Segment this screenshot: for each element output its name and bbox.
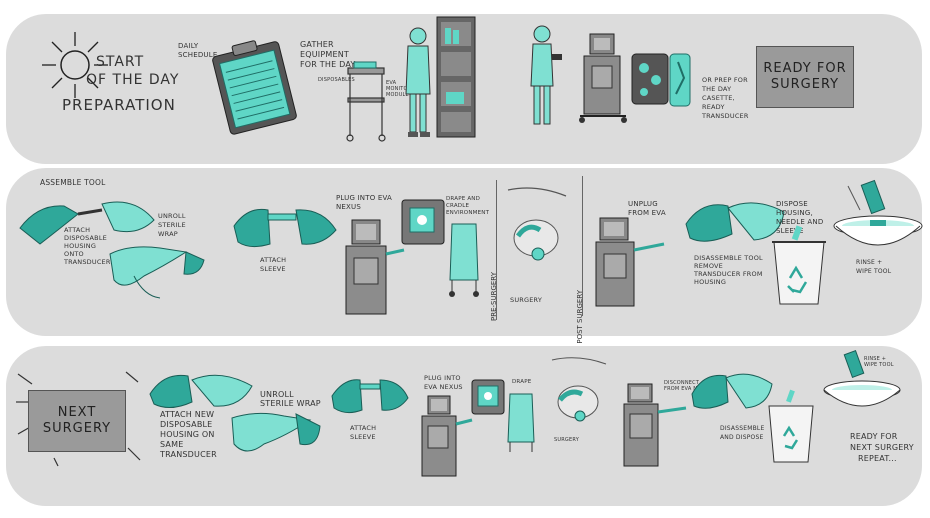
unroll-wrap-illustration-2: [231, 412, 321, 452]
label-prep-5: TRANSDUCER: [702, 112, 749, 120]
title-preparation: PREPARATION: [62, 96, 176, 114]
attach-sleeve-illustration-2: [331, 379, 409, 414]
draped-cart-illustration: [449, 223, 479, 297]
title-start: START: [96, 54, 145, 70]
label-prep-3: CASETTE,: [702, 94, 735, 102]
cassette-panel-illustration-2: [471, 379, 505, 415]
label-drape: DRAPE: [512, 379, 532, 385]
ready-for-surgery-box: READY FOR SURGERY: [756, 46, 854, 108]
gloved-hands-assemble-illustration: [19, 201, 155, 245]
label-dispose-housing: DISPOSE HOUSING, NEEDLE AND SLEEVE: [776, 200, 824, 235]
label-ready-next-2: NEXT SURGERY: [850, 443, 914, 452]
label-surgery-2: SURGERY: [554, 437, 579, 443]
recycle-bin-illustration-2: [768, 389, 814, 463]
clipboard-schedule-illustration: [212, 40, 297, 135]
row-band-next-surgery: [6, 346, 922, 506]
eva-console-plug-illustration: [345, 219, 405, 315]
disassemble-hands-illustration: [685, 202, 785, 242]
label-attach-disposable: ATTACH DISPOSABLE HOUSING ONTO TRANSDUCE…: [64, 226, 111, 266]
label-prep-1: OR PREP FOR: [702, 76, 748, 84]
next-surgery-box: NEXT SURGERY: [28, 390, 126, 452]
eva-console-illustration: [579, 33, 627, 123]
label-post-surgery: POST SURGERY: [576, 290, 584, 344]
surgery-scene-illustration: [507, 187, 567, 261]
label-disposables: DISPOSABLES: [318, 77, 355, 83]
equipment-cart-illustration: [346, 61, 386, 142]
surgery-scene-illustration-2: [551, 357, 607, 422]
label-rinse-wipe: RINSE + WIPE TOOL: [856, 259, 892, 275]
label-assemble-tool: ASSEMBLE TOOL: [40, 178, 106, 187]
label-gather-2: EQUIPMENT: [300, 50, 350, 59]
eva-console-plug-illustration-2: [421, 395, 473, 477]
label-surgery: SURGERY: [510, 296, 543, 304]
label-disassemble-dispose: DISASSEMBLE AND DISPOSE: [720, 425, 765, 441]
label-prep-2: THE DAY: [702, 85, 732, 93]
disassemble-dispose-hands-illustration: [691, 373, 773, 409]
label-gather-1: GATHER: [300, 40, 334, 49]
label-attach-sleeve-2: ATTACH SLEEVE: [350, 424, 377, 441]
label-gather-3: FOR THE DAY: [300, 60, 356, 69]
rinse-bowl-illustration: [833, 179, 923, 246]
label-unroll-sterile-wrap-2: UNROLL STERILE WRAP: [260, 390, 321, 408]
attach-new-housing-illustration: [149, 374, 253, 408]
draped-cart-illustration-2: [507, 393, 535, 452]
label-disassemble-tool: DISASSEMBLE TOOL REMOVE TRANSDUCER FROM …: [694, 254, 763, 286]
nurse-with-tablet-illustration: [530, 25, 562, 125]
attach-sleeve-illustration: [233, 208, 337, 248]
divider-post-surgery: [582, 176, 583, 316]
unroll-wrap-illustration: [109, 246, 205, 299]
label-unplug-eva: UNPLUG FROM EVA: [628, 200, 666, 217]
eva-console-unplug-illustration: [595, 217, 665, 307]
label-disconnect-eva: DISCONNECT FROM EVA NEXUS: [664, 380, 712, 392]
cassette-panel-illustration: [401, 199, 445, 245]
label-ready-next-1: READY FOR: [850, 432, 898, 441]
label-rinse-wipe-2: RINSE + WIPE TOOL: [864, 356, 894, 368]
label-drape-cradle: DRAPE AND CRADLE ENVIRONMENT: [446, 196, 490, 216]
nurse-figure-illustration: [405, 27, 431, 137]
divider-pre-surgery: [496, 180, 497, 320]
cassette-transducer-illustration: [631, 53, 691, 107]
label-unroll-sterile-wrap: UNROLL STERILE WRAP: [158, 212, 186, 238]
storage-shelf-illustration: [436, 16, 476, 138]
label-attach-new-housing: ATTACH NEW DISPOSABLE HOUSING ON SAME TR…: [160, 410, 217, 459]
sun-icon: [42, 32, 108, 98]
label-ready-next-3: REPEAT...: [858, 454, 897, 463]
eva-console-disconnect-illustration: [623, 383, 687, 467]
label-plug-into-eva-2: PLUG INTO EVA NEXUS: [424, 374, 463, 391]
label-plug-into-eva: PLUG INTO EVA NEXUS: [336, 194, 393, 211]
label-attach-sleeve: ATTACH SLEEVE: [260, 256, 287, 273]
label-eva-monitor: EVA MONITORING MODULE: [386, 80, 422, 98]
recycle-bin-illustration: [772, 225, 826, 305]
label-pre-surgery: PRE-SURGERY: [490, 272, 498, 322]
rinse-bowl-illustration-2: [823, 350, 901, 407]
title-of-the-day: OF THE DAY: [86, 72, 180, 88]
label-prep-4: READY: [702, 103, 725, 111]
label-daily-schedule: DAILY SCHEDULE: [178, 42, 218, 59]
